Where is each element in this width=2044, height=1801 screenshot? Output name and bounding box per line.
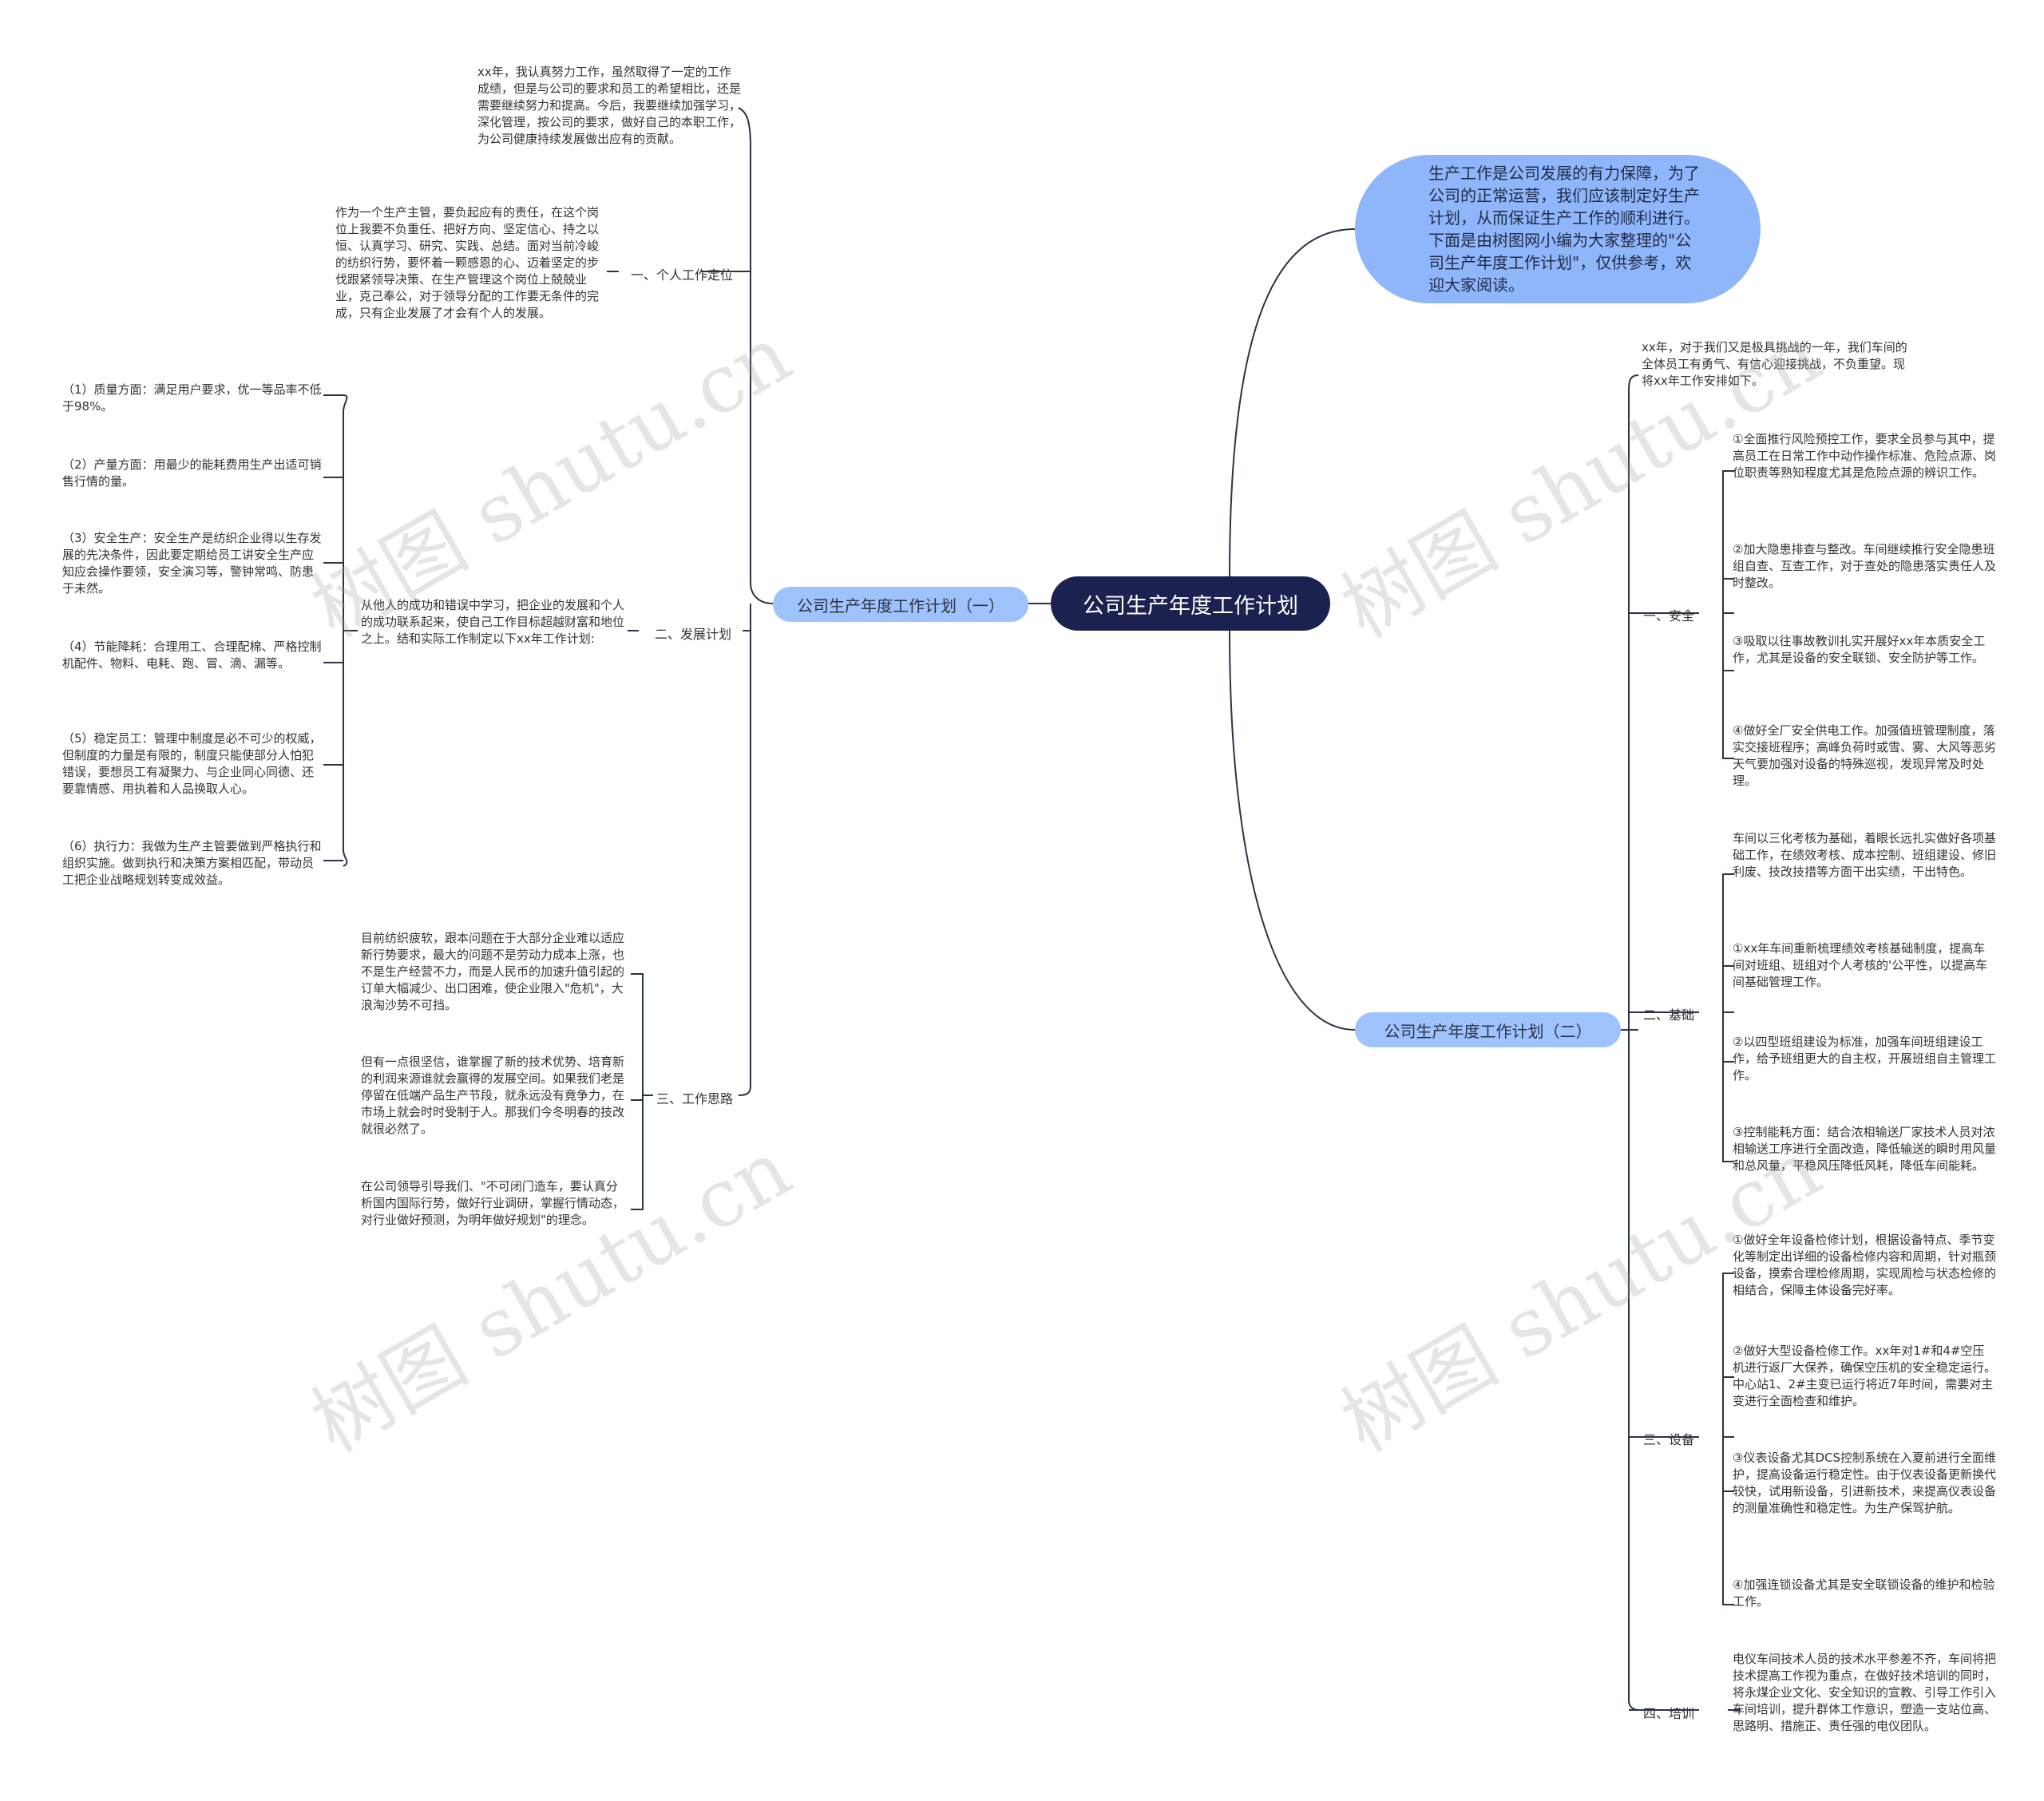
right-sec3-item-3: ③仪表设备尤其DCS控制系统在入夏前进行全面维护，提高设备运行稳定性。由于仪表设… (1733, 1451, 1997, 1515)
left-sec1-label[interactable]: 一、个人工作定位 (631, 267, 734, 283)
right-sec1-item-1: ①全面推行风险预控工作，要求全员参与其中，提高员工在日常工作中动作操作标准、危险… (1733, 432, 1997, 480)
left-sec1-text: 作为一个生产主管，要负起应有的责任，在这个岗位上我要不负重任、把好方向、坚定信心… (335, 205, 600, 320)
left-sec2-item-1: （1）质量方面：满足用户要求，优一等品率不低于98%。 (62, 382, 322, 414)
right-sec3-item-4: ④加强连锁设备尤其是安全联锁设备的维护和检验工作。 (1733, 1577, 1995, 1609)
bracket-left-sec3 (631, 973, 644, 1210)
right-sec4-text: 电仪车间技术人员的技术水平参差不齐，车间将把技术提高工作视为重点，在做好技术培训… (1733, 1652, 1997, 1733)
left-sec2-item-3: （3）安全生产：安全生产是纺织企业得以生存发展的先决条件，因此要定期给员工讲安全… (62, 531, 322, 596)
right-sec3-label[interactable]: 三、设备 (1643, 1432, 1695, 1447)
left-sec2-item-6: （6）执行力：我做为生产主管要做到严格执行和组织实施。做到执行和决策方案相匹配，… (62, 839, 322, 887)
right-top-text: xx年，对于我们又是极具挑战的一年，我们车间的全体员工有勇气、有信心迎接挑战，不… (1642, 340, 1907, 388)
left-sec2-item-5: （5）稳定员工：管理中制度是必不可少的权威，但制度的力量是有限的，制度只能使部分… (62, 731, 322, 796)
left-sec2-label[interactable]: 二、发展计划 (655, 627, 732, 642)
left-sec3-item-1: 目前纺织疲软，跟本问题在于大部分企业难以适应新行势要求，最大的问题不是劳动力成本… (361, 931, 625, 1012)
right-sec1-item-4: ④做好全厂安全供电工作。加强值班管理制度，落实交接班程序；高峰负荷时或雪、雾、大… (1733, 723, 1997, 788)
root-node[interactable]: 公司生产年度工作计划 (1051, 576, 1330, 631)
intro-bubble[interactable]: 生产工作是公司发展的有力保障，为了公司的正常运营，我们应该制定好生产计划，从而保… (1355, 155, 1761, 303)
link-root-right (1229, 630, 1356, 1031)
left-sec2-text: 从他人的成功和错误中学习，把企业的发展和个人的成功联系起来，使自己工作目标超越财… (361, 598, 625, 646)
left-sec3-item-3: 在公司领导引导我们、"不可闭门造车，要认真分析国内国际行势，做好行业调研，掌握行… (361, 1179, 625, 1227)
right-sec2-item-3: ②以四型班组建设为标准，加强车间班组建设工作，给予班组更大的自主权，开展班组自主… (1733, 1035, 1997, 1083)
right-sec1-label[interactable]: 一、安全 (1643, 608, 1695, 623)
branch-left-plan-1[interactable]: 公司生产年度工作计划（一） (773, 587, 1028, 622)
right-sec2-item-2: ①xx年车间重新梳理绩效考核基础制度，提高车间对班组、班组对个人考核的'公平性，… (1733, 941, 1988, 989)
left-sec2-item-2: （2）产量方面：用最少的能耗费用生产出适可销售行情的量。 (62, 457, 322, 489)
right-sec3-item-2: ②做好大型设备检修工作。xx年对1#和4#空压机进行返厂大保养，确保空压机的安全… (1733, 1344, 1997, 1408)
branch-right-plan-2[interactable]: 公司生产年度工作计划（二） (1355, 1012, 1621, 1047)
right-sec4-label[interactable]: 四、培训 (1643, 1706, 1695, 1721)
link-root-intro (1229, 228, 1356, 577)
right-sec3-item-1: ①做好全年设备检修计划，根据设备特点、季节变化等制定出详细的设备检修内容和周期，… (1733, 1233, 1997, 1297)
intro-text: 生产工作是公司发展的有力保障，为了公司的正常运营，我们应该制定好生产计划，从而保… (1428, 164, 1700, 295)
right-sec2-item-1: 车间以三化考核为基础，着眼长远扎实做好各项基础工作，在绩效考核、成本控制、班组建… (1733, 831, 1997, 879)
right-sec2-item-4: ③控制能耗方面：结合浓相输送厂家技术人员对浓相输送工序进行全面改造，降低输送的瞬… (1733, 1125, 1997, 1173)
right-sec1-item-3: ③吸取以往事故教训扎实开展好xx年本质安全工作，尤其是设备的安全联锁、安全防护等… (1733, 634, 1986, 665)
right-sec1-item-2: ②加大隐患排查与整改。车间继续推行安全隐患班组自查、互查工作，对于查处的隐患落实… (1733, 542, 1997, 590)
left-top-text: xx年，我认真努力工作，虽然取得了一定的工作成绩，但是与公司的要求和员工的希望相… (477, 65, 742, 146)
left-sec3-label[interactable]: 三、工作思路 (656, 1091, 734, 1106)
left-sec3-item-2: 但有一点很坚信，谁掌握了新的技术优势、培育新的利润来源谁就会赢得的发展空间。如果… (361, 1055, 625, 1136)
right-sec2-label[interactable]: 二、基础 (1643, 1007, 1695, 1023)
left-sec2-item-4: （4）节能降耗：合理用工、合理配棉、严格控制机配件、物料、电耗、跑、冒、滴、漏等… (62, 639, 322, 671)
bracket-left-main (738, 107, 774, 604)
